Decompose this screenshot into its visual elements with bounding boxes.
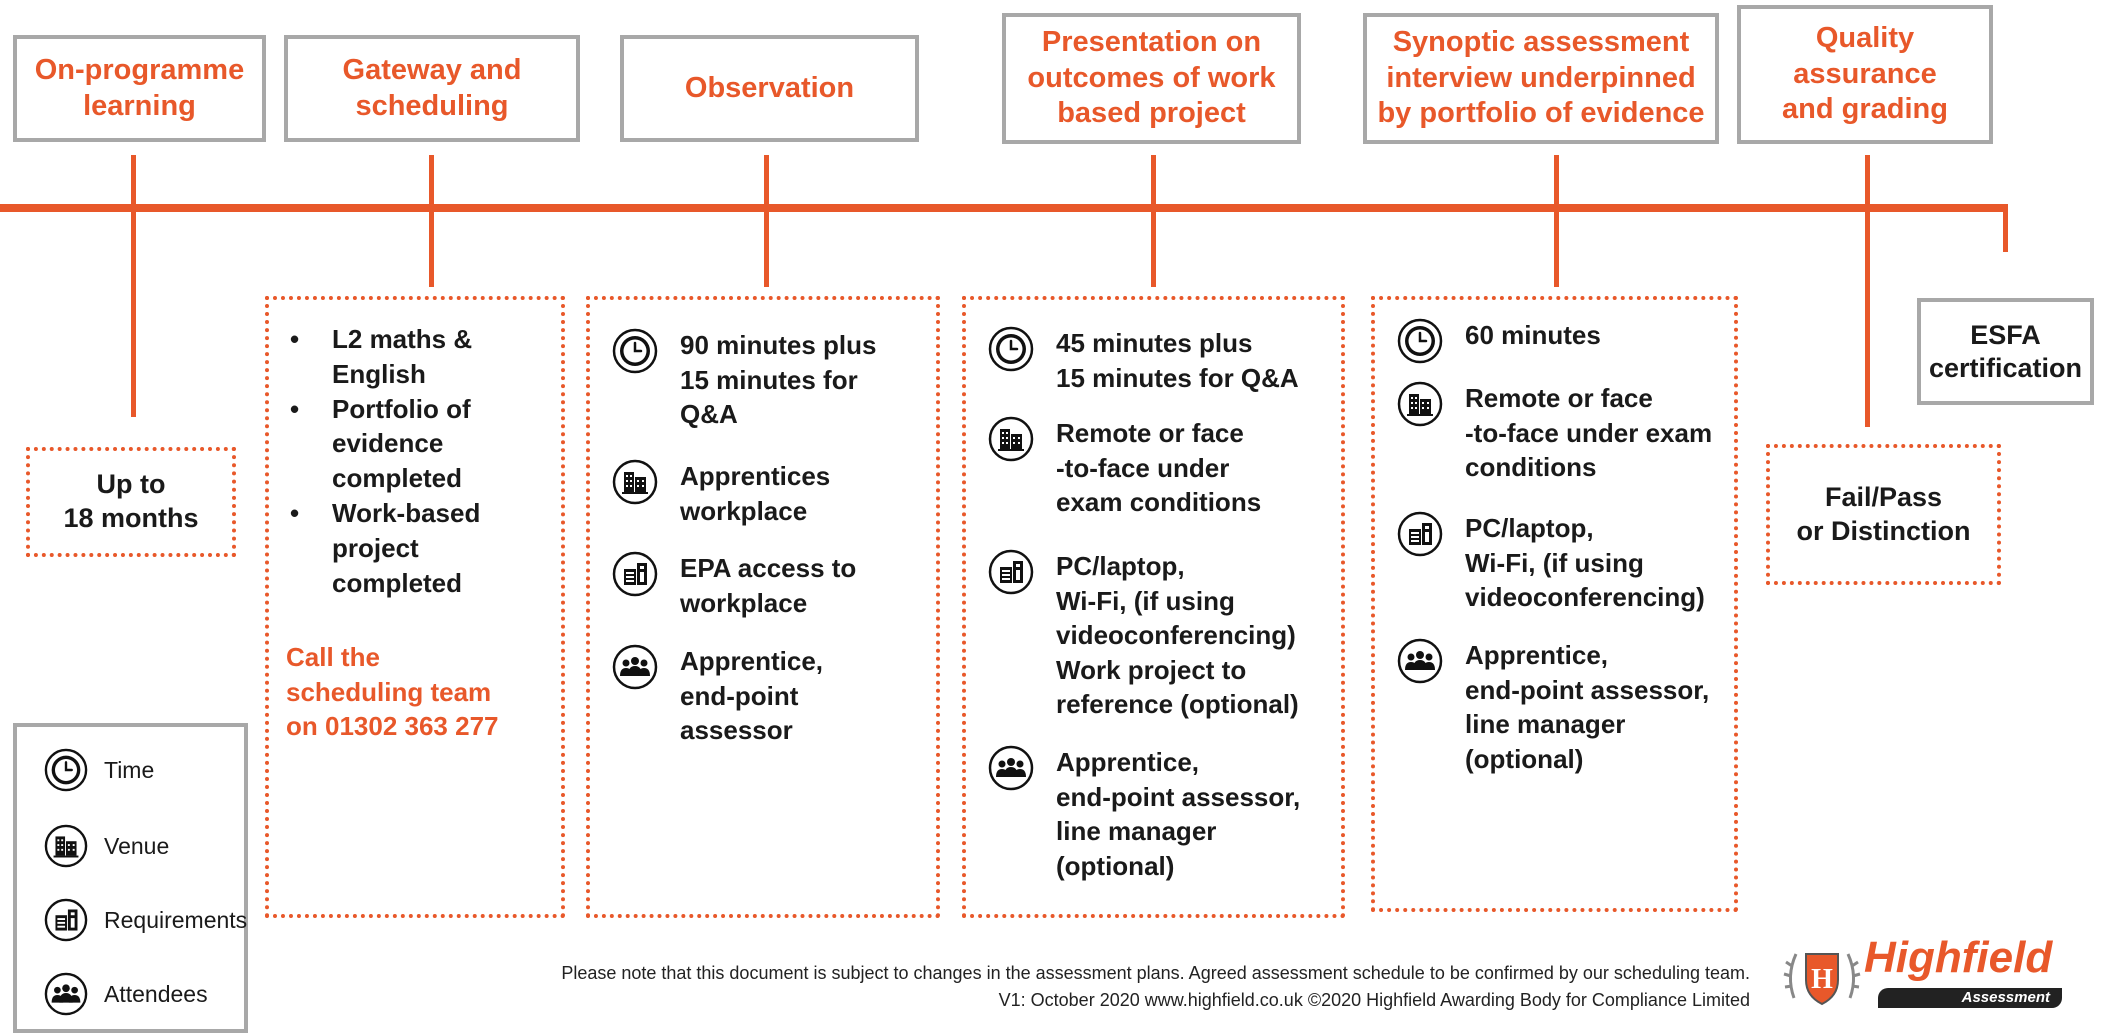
list-item: Portfolio of evidence completed [284, 392, 554, 496]
observation-time: 90 minutes plus 15 minutes for Q&A [612, 328, 932, 432]
gateway-requirements-list: L2 maths & English Portfolio of evidence… [284, 322, 554, 601]
legend [13, 723, 248, 1033]
legend-item-venue: Venue [44, 824, 169, 868]
presentation-time: 45 minutes plus 15 minutes for Q&A [988, 326, 1338, 395]
presentation-requirements: PC/laptop, Wi-Fi, (if using videoconfere… [988, 549, 1338, 722]
legend-label: Time [104, 756, 155, 783]
synoptic-attendees-text: Apprentice, end-point assessor, line man… [1465, 640, 1710, 774]
footer-notice: Please note that this document is subjec… [280, 960, 1750, 1014]
timeline-connector-synoptic [1554, 155, 1559, 287]
clock-icon [1397, 318, 1443, 364]
observation-requirements-text: EPA access to workplace [680, 553, 857, 618]
timeline-line [0, 204, 2008, 212]
stage-presentation-title: Presentation on outcomes of work based p… [1002, 13, 1301, 144]
logo-subtitle: Assessment [1878, 988, 2062, 1008]
list-item: L2 maths & English [284, 322, 554, 392]
building-icon [612, 459, 658, 505]
legend-item-attendees: Attendees [44, 972, 208, 1016]
svg-text:H: H [1811, 964, 1833, 995]
logo-name: Highfield [1864, 933, 2053, 982]
observation-attendees-text: Apprentice, end-point assessor [680, 646, 824, 746]
synoptic-time: 60 minutes [1397, 318, 1737, 364]
clock-icon [44, 748, 88, 792]
legend-item-requirements: Requirements [44, 898, 247, 942]
list-item: Work-based project completed [284, 496, 554, 600]
building-icon [988, 416, 1034, 462]
shield-logo-icon: H [1783, 953, 1861, 1006]
presentation-attendees: Apprentice, end-point assessor, line man… [988, 745, 1338, 883]
presentation-venue: Remote or face -to-face under exam condi… [988, 416, 1338, 520]
timeline-connector-gateway [429, 155, 434, 287]
legend-label: Venue [104, 832, 170, 859]
onprog-duration-box: Up to 18 months [26, 447, 236, 557]
esfa-certification-box: ESFA certification [1917, 298, 2094, 405]
timeline-connector-presentation [1151, 155, 1156, 287]
people-icon [612, 644, 658, 690]
requirements-icon [988, 549, 1034, 595]
legend-label: Attendees [104, 980, 208, 1007]
observation-attendees: Apprentice, end-point assessor [612, 644, 932, 748]
synoptic-venue-text: Remote or face -to-face under exam condi… [1465, 383, 1713, 483]
presentation-time-text: 45 minutes plus 15 minutes for Q&A [1056, 328, 1299, 393]
observation-panel [586, 296, 940, 918]
stage-synoptic-title: Synoptic assessment interview underpinne… [1363, 13, 1719, 144]
timeline-connector-esfa [2003, 204, 2008, 252]
building-icon [44, 824, 88, 868]
timeline-connector-onprog [131, 155, 136, 417]
legend-item-time: Time [44, 748, 154, 792]
synoptic-venue: Remote or face -to-face under exam condi… [1397, 381, 1737, 485]
stage-quality-title: Quality assurance and grading [1737, 5, 1993, 144]
observation-time-text: 90 minutes plus 15 minutes for Q&A [680, 330, 877, 430]
requirements-icon [44, 898, 88, 942]
timeline-connector-observation [764, 155, 769, 287]
clock-icon [612, 328, 658, 374]
requirements-icon [612, 551, 658, 597]
observation-venue: Apprentices workplace [612, 459, 932, 528]
legend-label: Requirements [104, 906, 248, 933]
stage-onprog-title: On-programme learning [13, 35, 266, 142]
people-icon [1397, 638, 1443, 684]
presentation-requirements-text: PC/laptop, Wi-Fi, (if using videoconfere… [1056, 551, 1299, 720]
people-icon [988, 745, 1034, 791]
presentation-attendees-text: Apprentice, end-point assessor, line man… [1056, 747, 1301, 881]
observation-venue-text: Apprentices workplace [680, 461, 831, 526]
highfield-logo: H Highfield Assessment [1782, 936, 2062, 1016]
stage-observation-title: Observation [620, 35, 919, 142]
footer-version: V1: October 2020 www.highfield.co.uk ©20… [998, 990, 1750, 1010]
people-icon [44, 972, 88, 1016]
grading-outcome-box: Fail/Pass or Distinction [1766, 444, 2001, 585]
synoptic-attendees: Apprentice, end-point assessor, line man… [1397, 638, 1737, 776]
building-icon [1397, 381, 1443, 427]
presentation-panel [962, 296, 1345, 918]
observation-requirements: EPA access to workplace [612, 551, 932, 620]
footer-disclaimer: Please note that this document is subjec… [561, 963, 1750, 983]
presentation-venue-text: Remote or face -to-face under exam condi… [1056, 418, 1262, 518]
requirements-icon [1397, 511, 1443, 557]
synoptic-requirements-text: PC/laptop, Wi-Fi, (if using videoconfere… [1465, 513, 1705, 613]
scheduling-team-contact: Call the scheduling team on 01302 363 27… [286, 642, 499, 742]
timeline-connector-quality [1865, 155, 1870, 427]
clock-icon [988, 326, 1034, 372]
synoptic-requirements: PC/laptop, Wi-Fi, (if using videoconfere… [1397, 511, 1737, 615]
stage-gateway-title: Gateway and scheduling [284, 35, 580, 142]
synoptic-time-text: 60 minutes [1465, 320, 1601, 350]
